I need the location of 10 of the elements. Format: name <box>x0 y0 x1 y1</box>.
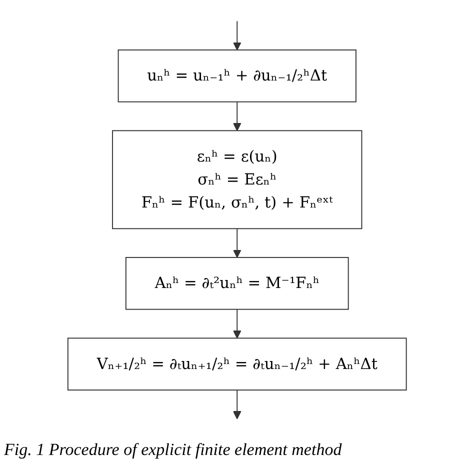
node-box: εₙʰ = ε(uₙ) σₙʰ = Eεₙʰ Fₙʰ = F(uₙ, σₙʰ, t) + Fₙᵉˣᵗ <box>112 130 362 230</box>
node-box: uₙʰ = uₙ₋₁ʰ + ∂uₙ₋₁/₂ʰΔt <box>118 49 356 102</box>
caption: Fig. 1 Procedure of explicit finite element method <box>3 440 343 460</box>
arrow <box>232 228 242 258</box>
arrow <box>232 308 242 339</box>
arrow <box>232 101 242 132</box>
arrow <box>232 390 242 420</box>
node-box: Vₙ₊₁/₂ʰ = ∂ₜuₙ₊₁/₂ʰ = ∂ₜuₙ₋₁/₂ʰ + AₙʰΔt <box>67 338 407 391</box>
node-box: Aₙʰ = ∂ₜ²uₙʰ = M⁻¹Fₙʰ <box>125 256 349 310</box>
arrow <box>232 20 242 50</box>
